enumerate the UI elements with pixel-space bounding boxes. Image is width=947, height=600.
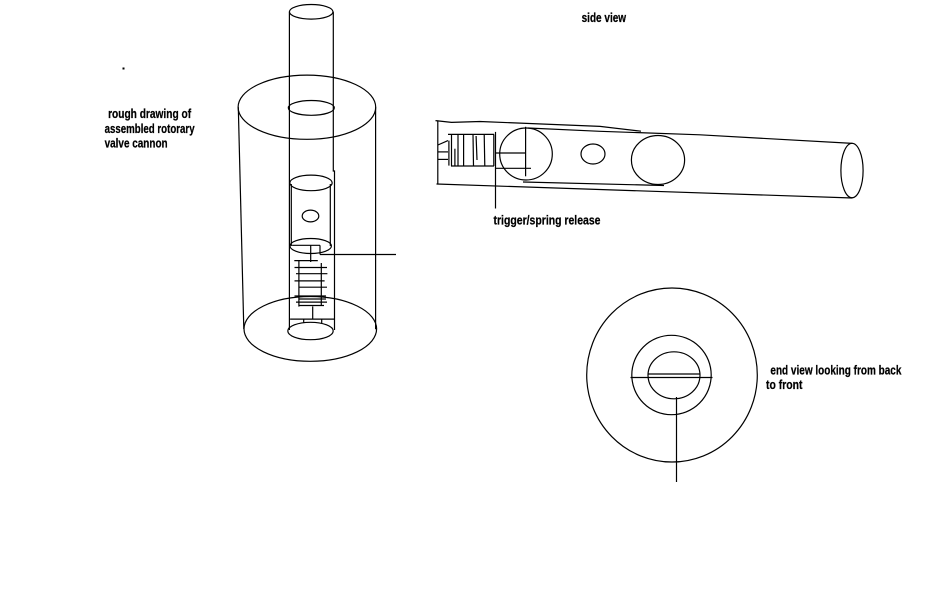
svg-text:side view: side view [582,10,627,25]
svg-text:trigger/spring release: trigger/spring release [494,213,601,228]
svg-text:assembled rotorary: assembled rotorary [105,121,196,136]
svg-text:rough drawing of: rough drawing of [108,106,192,121]
svg-text:end view looking from back: end view looking from back [770,362,902,377]
svg-text:valve cannon: valve cannon [105,136,168,151]
svg-text:to front: to front [766,377,803,392]
